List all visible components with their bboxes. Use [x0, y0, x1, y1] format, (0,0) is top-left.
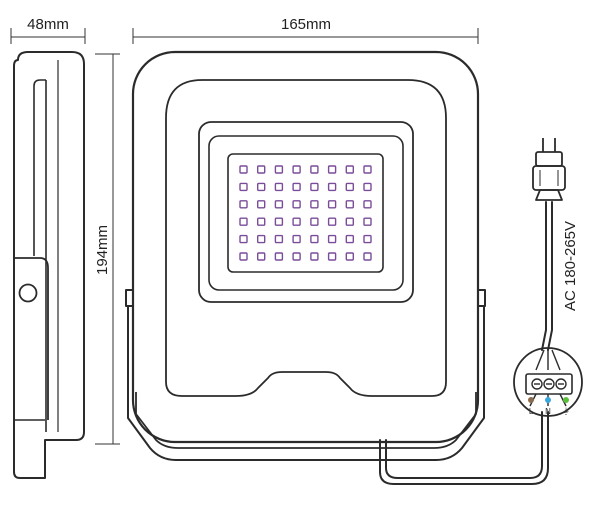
- terminal-detail: [513, 347, 583, 417]
- mounting-bracket: [125, 289, 133, 307]
- led-chip: [257, 217, 266, 226]
- led-chip: [345, 217, 354, 226]
- led-chip: [363, 252, 372, 261]
- led-chip: [363, 200, 372, 209]
- led-chip: [274, 182, 284, 192]
- led-chip: [257, 182, 266, 192]
- led-window-outer: [198, 121, 414, 303]
- led-chip: [310, 200, 319, 209]
- led-chip: [310, 165, 319, 174]
- led-chip: [345, 165, 354, 174]
- led-chip: [345, 182, 354, 192]
- led-chip: [292, 182, 301, 192]
- led-chip: [345, 234, 354, 244]
- led-chip: [239, 200, 248, 209]
- led-chip: [257, 165, 266, 174]
- led-chip: [274, 217, 284, 226]
- depth-dimension: [10, 28, 86, 44]
- led-chip: [292, 165, 301, 174]
- led-chip: [292, 234, 301, 244]
- voltage-label: AC 180-265V: [562, 221, 579, 311]
- power-cable: [379, 201, 553, 485]
- led-chip: [327, 200, 337, 209]
- led-chip: [274, 234, 284, 244]
- power-plug-icon: [532, 138, 566, 201]
- led-grid: [239, 165, 372, 261]
- led-chip: [310, 234, 319, 244]
- housing-outer: [131, 50, 480, 444]
- terminal-label-neutral: N: [545, 407, 551, 416]
- led-chip: [345, 200, 354, 209]
- front-view: [125, 50, 486, 461]
- led-chip: [327, 234, 337, 244]
- led-chip: [345, 252, 354, 261]
- led-chip: [292, 200, 301, 209]
- led-chip: [292, 217, 301, 226]
- terminal-screw-live: [531, 378, 543, 390]
- terminal-screw-neutral: [543, 378, 555, 390]
- led-chip: [310, 217, 319, 226]
- led-chip: [292, 252, 301, 261]
- led-chip: [274, 165, 284, 174]
- led-chip: [327, 165, 337, 174]
- led-chip: [239, 234, 248, 244]
- terminal-screw-ground: [555, 378, 567, 390]
- led-chip: [257, 234, 266, 244]
- wire-live-dot: [528, 397, 534, 403]
- led-chip: [239, 217, 248, 226]
- terminal-label-live: L: [529, 407, 534, 416]
- led-chip: [363, 217, 372, 226]
- led-chip: [327, 182, 337, 192]
- height-label: 194mm: [94, 225, 111, 275]
- led-chip: [239, 182, 248, 192]
- led-chip: [327, 252, 337, 261]
- led-chip: [239, 165, 248, 174]
- led-chip: [327, 217, 337, 226]
- height-dimension: [95, 53, 120, 445]
- led-chip: [310, 252, 319, 261]
- housing-inner: [165, 79, 447, 397]
- led-chip: [239, 252, 248, 261]
- side-view: [13, 51, 85, 479]
- led-chip: [274, 252, 284, 261]
- led-chip: [257, 252, 266, 261]
- wire-neutral-dot: [545, 397, 551, 403]
- led-chip: [274, 200, 284, 209]
- led-board: [227, 153, 384, 273]
- width-label: 165mm: [281, 16, 331, 33]
- led-window-middle: [208, 135, 404, 291]
- terminal-label-ground: ⏚: [562, 407, 570, 416]
- led-chip: [363, 182, 372, 192]
- led-chip: [310, 182, 319, 192]
- led-chip: [363, 234, 372, 244]
- wire-ground-dot: [563, 397, 569, 403]
- width-dimension: [132, 28, 479, 44]
- led-chip: [257, 200, 266, 209]
- led-chip: [363, 165, 372, 174]
- depth-label: 48mm: [27, 16, 69, 33]
